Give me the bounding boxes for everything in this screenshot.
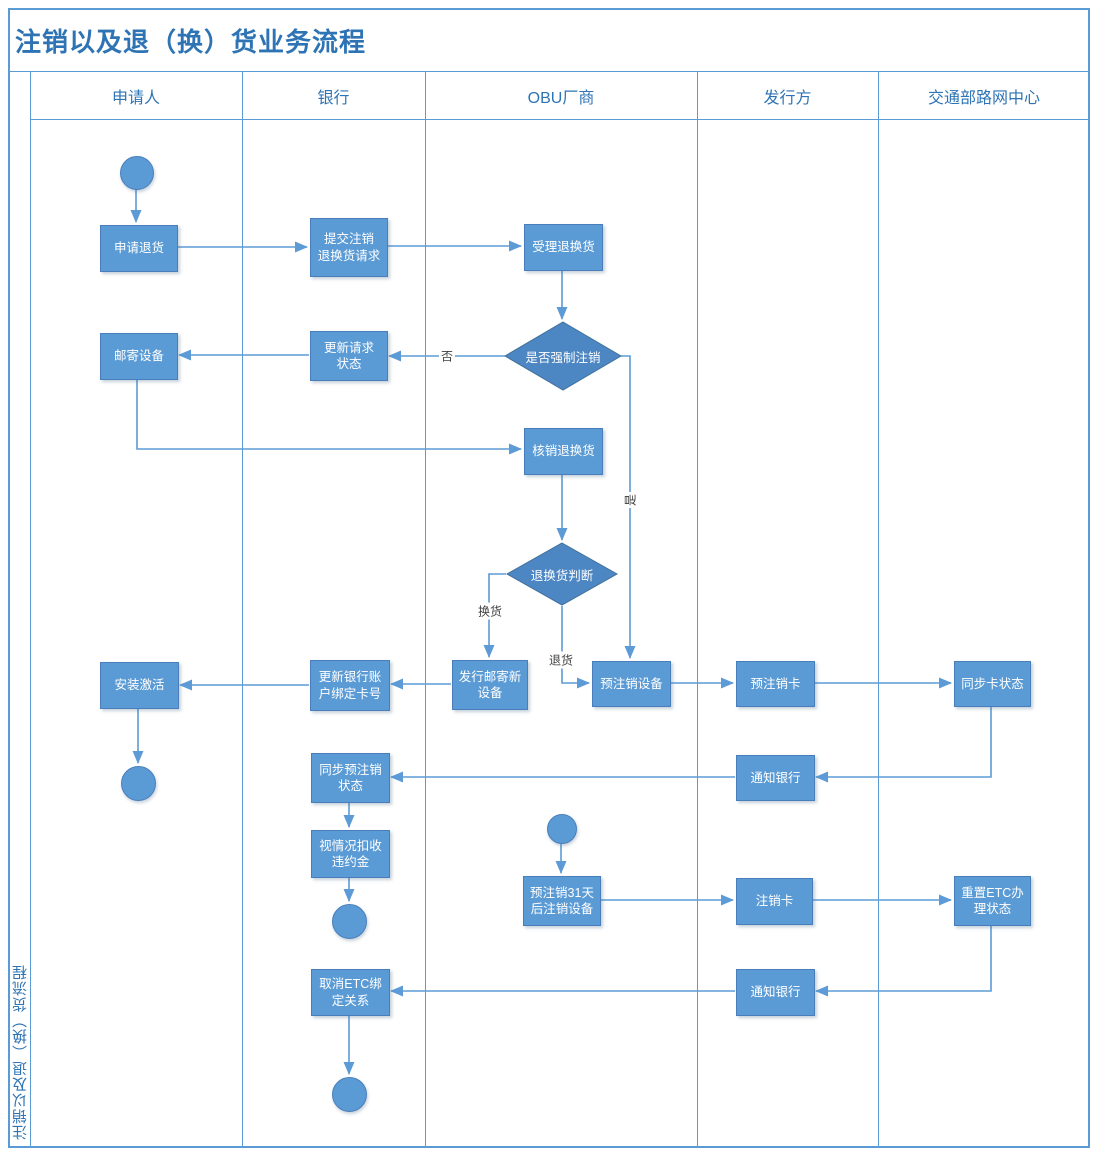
end-circle-bank-penalty — [332, 904, 367, 939]
node-notify-bank-2: 通知银行 — [736, 969, 815, 1016]
end-circle-bank-etc — [332, 1077, 367, 1112]
node-cancel-device-after-31: 预注销31天 后注销设备 — [523, 876, 601, 926]
edge-label-no: 否 — [438, 347, 456, 365]
edge-label-return: 退货 — [546, 651, 576, 669]
node-pre-cancel-card: 预注销卡 — [736, 661, 815, 707]
lane-header-issuer: 发行方 — [763, 89, 812, 107]
start-circle-applicant — [120, 156, 154, 190]
node-accept-return: 受理退换货 — [524, 224, 603, 271]
node-issue-new-device: 发行邮寄新 设备 — [452, 660, 528, 710]
lane-header-applicant: 申请人 — [111, 89, 160, 107]
lane-divider-2 — [425, 72, 426, 1147]
edge-label-yes: 是 — [621, 491, 639, 509]
node-pre-cancel-device: 预注销设备 — [592, 661, 671, 707]
end-circle-applicant — [121, 766, 156, 801]
lane-header-road-network-center: 交通部路网中心 — [927, 89, 1040, 107]
node-install-activate: 安装激活 — [100, 662, 179, 709]
side-strip-divider — [30, 72, 31, 1147]
side-label: 注销以及退（换）货流程 — [11, 964, 29, 1140]
node-sync-card-status: 同步卡状态 — [954, 661, 1031, 707]
node-update-request-status: 更新请求 状态 — [310, 331, 388, 381]
node-update-bank-card-binding: 更新银行账 户绑定卡号 — [310, 660, 390, 711]
node-deduct-penalty: 视情况扣收 违约金 — [311, 830, 390, 878]
start-circle-obu — [547, 814, 577, 844]
node-reset-etc-status: 重置ETC办 理状态 — [954, 876, 1031, 926]
node-cancel-card: 注销卡 — [736, 878, 813, 925]
title-divider — [8, 71, 1090, 72]
node-apply-return: 申请退货 — [100, 225, 178, 272]
node-mail-device: 邮寄设备 — [100, 333, 178, 380]
node-submit-cancel-request: 提交注销 退换货请求 — [310, 218, 388, 277]
header-divider — [30, 119, 1090, 120]
node-notify-bank-1: 通知银行 — [736, 755, 815, 801]
lane-header-bank: 银行 — [317, 89, 350, 107]
lane-divider-3 — [697, 72, 698, 1147]
node-cancel-etc-binding: 取消ETC绑 定关系 — [311, 969, 390, 1016]
edge-label-exchange: 换货 — [475, 602, 505, 620]
lane-divider-4 — [878, 72, 879, 1147]
side-label-strip: 注销以及退（换）货流程 — [10, 74, 30, 1144]
lane-header-obu-vendor: OBU厂商 — [527, 89, 595, 107]
diagram-border — [8, 8, 1090, 1148]
node-sync-pre-cancel-status: 同步预注销 状态 — [311, 753, 390, 803]
lane-divider-1 — [242, 72, 243, 1147]
node-verify-return: 核销退换货 — [524, 428, 603, 475]
page-title: 注销以及退（换）货业务流程 — [15, 26, 367, 57]
